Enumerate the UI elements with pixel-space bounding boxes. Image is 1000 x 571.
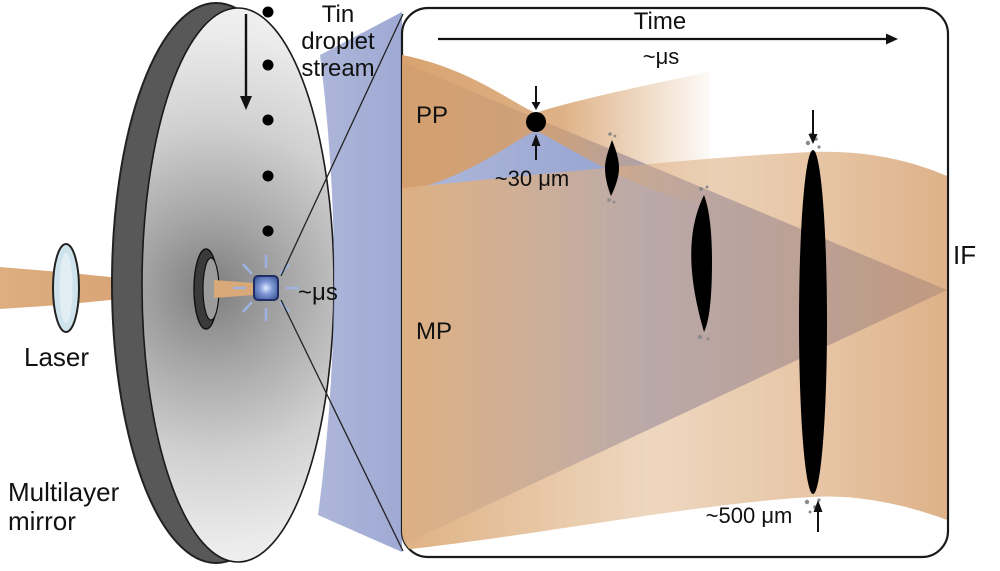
target-size-arrows [808,110,823,532]
prepulse-label: PP [416,102,449,129]
expanded-target-disk [799,150,827,494]
droplet-diameter-label: ~30 μm [494,166,570,191]
droplet-stream-arrow [240,14,252,110]
deforming-droplet-2 [691,195,712,332]
timescale-main-label: ~μs [298,279,338,306]
tin-droplet-stream-label: Tin droplet stream [301,1,375,82]
plasma-target-square [253,275,279,301]
target-diameter-label: ~500 μm [705,503,793,528]
timescale-inset-label: ~μs [642,44,680,69]
intermediate-focus-label: IF [953,240,977,270]
time-axis-label: Time [633,8,687,35]
magnifier-line-top [280,13,404,277]
main-pulse-beam [402,151,947,550]
magnifier-line-bottom [280,299,404,552]
focusing-lens [52,243,80,333]
euv-cone [318,12,402,552]
droplet-size-arrows [531,86,541,160]
laser-label: Laser [24,342,90,372]
main-pulse-label: MP [416,318,452,345]
tin-droplet-stream-dots [262,6,274,237]
tin-droplet [526,112,546,132]
multilayer-mirror-label: Multilayer mirror [8,477,120,537]
time-axis-arrow [438,33,898,45]
deforming-droplet-1 [605,140,619,196]
plasma-starburst [233,255,299,321]
